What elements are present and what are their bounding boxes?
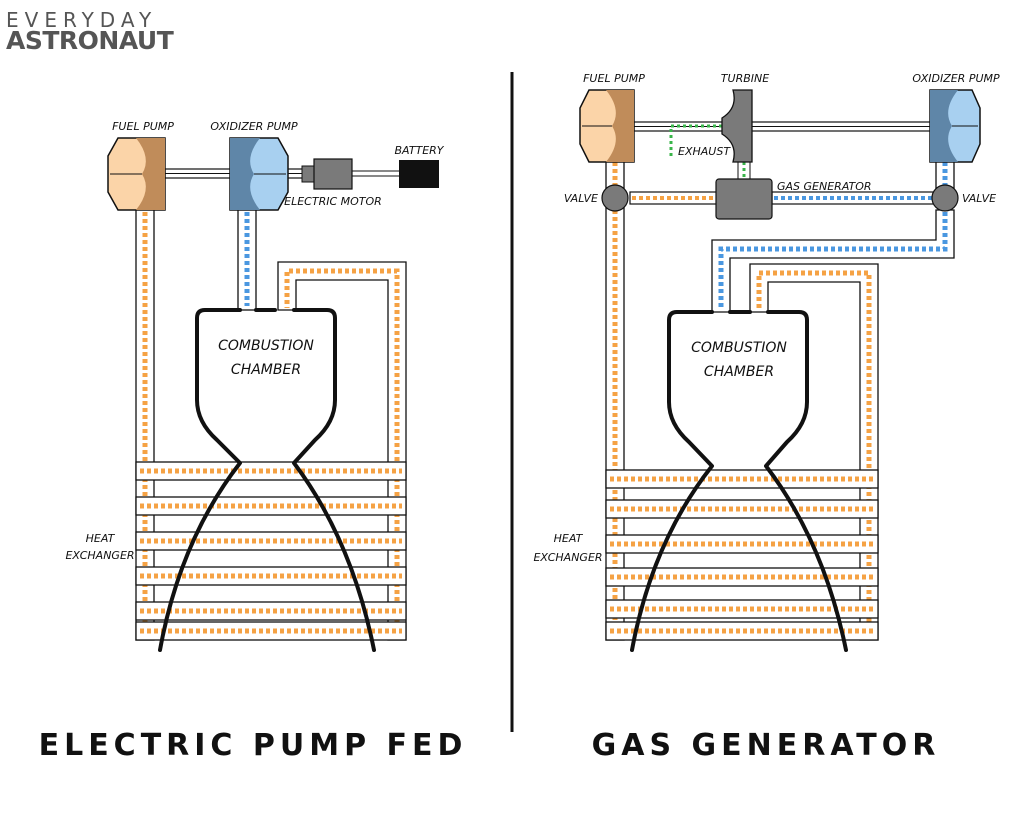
gg-fuel-pump-label: FUEL PUMP (583, 72, 645, 85)
gas-generator-title: GAS GENERATOR (592, 728, 941, 763)
battery (399, 160, 439, 188)
gg-oxidizer-to-generator-pipe (771, 191, 935, 205)
logo-line2: ASTRONAUT (6, 26, 174, 55)
combustion-chamber-label-2: CHAMBER (231, 362, 301, 378)
gg-valve-left-label: VALVE (564, 192, 598, 205)
gg-fuel-pump (579, 89, 635, 163)
gg-heat-exchanger-label-2: EXCHANGER (533, 551, 602, 564)
gg-combustion-chamber-label-2: CHAMBER (704, 364, 774, 380)
gg-oxidizer-pump-label: OXIDIZER PUMP (912, 72, 1000, 85)
fuel-pump (107, 137, 166, 211)
gg-valve-right-label: VALVE (962, 192, 996, 205)
electric-motor (301, 158, 353, 190)
gg-combustion-chamber: COMBUSTION CHAMBER (630, 310, 848, 652)
heat-exchanger-label-2: EXCHANGER (65, 549, 134, 562)
gas-generator-diagram: COMBUSTION CHAMBER (533, 72, 1000, 763)
oxidizer-feed-pipe (237, 207, 257, 311)
exhaust-label: EXHAUST (678, 145, 731, 158)
gg-fuel-pump-outlet (605, 159, 625, 189)
logo: EVERYDAY ASTRONAUT (6, 8, 174, 55)
heat-exchanger-label-1: HEAT (86, 532, 116, 545)
electric-pump-fed-diagram: COMBUSTION CHAMBER FUEL PUM (39, 120, 468, 763)
oxidizer-pump-label: OXIDIZER PUMP (210, 120, 298, 133)
turbine-label: TURBINE (721, 72, 769, 85)
gg-fuel-valve (601, 184, 629, 212)
gas-generator-label: GAS GENERATOR (777, 180, 872, 193)
combustion-chamber-label-1: COMBUSTION (218, 338, 314, 354)
gg-heat-exchanger-coils (605, 469, 879, 641)
gg-fuel-to-generator-pipe (629, 191, 719, 205)
heat-exchanger-coils (135, 461, 407, 641)
logo-line1: EVERYDAY (6, 8, 157, 32)
combustion-chamber: COMBUSTION CHAMBER (158, 308, 376, 652)
gg-heat-exchanger-label-1: HEAT (554, 532, 584, 545)
fuel-pump-label: FUEL PUMP (112, 120, 174, 133)
gg-oxidizer-pump (929, 89, 981, 163)
gg-oxidizer-main-pipe (711, 209, 955, 313)
electric-motor-label: ELECTRIC MOTOR (284, 195, 382, 208)
gg-exhaust-line (669, 124, 751, 181)
gg-oxidizer-valve (931, 184, 959, 212)
turbine (721, 89, 753, 163)
battery-label: BATTERY (394, 144, 444, 157)
oxidizer-pump (229, 137, 289, 211)
gas-generator (715, 178, 773, 220)
gg-combustion-chamber-label-1: COMBUSTION (691, 340, 787, 356)
gg-oxidizer-pump-outlet (935, 159, 955, 189)
electric-pump-fed-title: ELECTRIC PUMP FED (39, 728, 468, 763)
